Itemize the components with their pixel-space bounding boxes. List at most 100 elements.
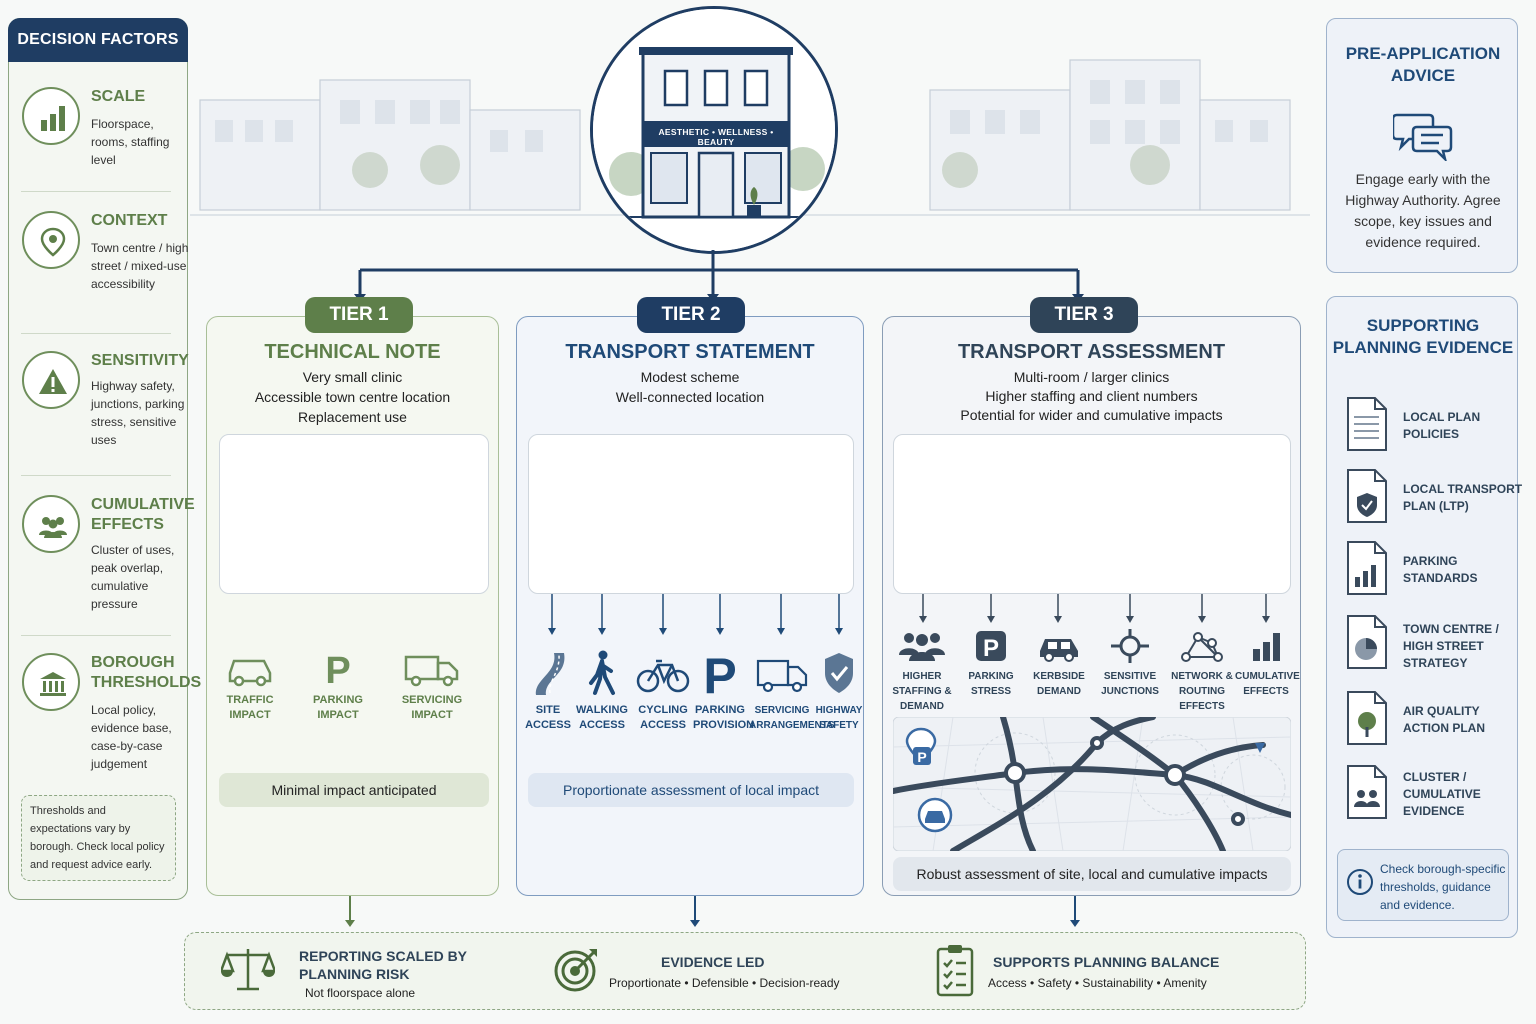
pre-application-title: PRE-APPLICATION ADVICE: [1345, 44, 1501, 85]
info-icon: [1347, 869, 1373, 895]
impact-item: SENSITIVE JUNCTIONS: [1097, 629, 1163, 699]
impact-label: SERVICING IMPACT: [401, 694, 463, 721]
divider: [21, 191, 171, 192]
impact-label: SERVICING ARRANGEMENTS: [749, 705, 835, 731]
tier-footer: Robust assessment of site, local and cum…: [893, 857, 1291, 891]
impact-label: TRAFFIC IMPACT: [226, 694, 274, 721]
evidence-label: LOCAL TRANSPORT PLAN (LTP): [1403, 482, 1523, 513]
shop-sign: AESTHETIC • WELLNESS • BEAUTY: [658, 127, 774, 147]
evidence-item: LOCAL TRANSPORT PLAN (LTP): [1345, 467, 1522, 523]
svg-text:P: P: [325, 651, 350, 687]
impact-label: PARKING PROVISION: [693, 704, 755, 731]
scales-icon: [221, 949, 275, 991]
guidance-note-text: Check borough-specific thresholds, guida…: [1380, 862, 1506, 912]
tier-content-box: [893, 434, 1291, 594]
principle-item: SUPPORTS PLANNING BALANCE Access • Safet…: [933, 933, 1273, 1011]
factor-desc: Local policy, evidence base, case-by-cas…: [91, 703, 172, 771]
impact-item: WALKING ACCESS: [575, 649, 629, 733]
supporting-evidence-title: SUPPORTING PLANNING EVIDENCE: [1332, 316, 1514, 357]
factor-title: SENSITIVITY: [91, 352, 189, 369]
document-tree-icon: [1347, 691, 1387, 745]
evidence-label: TOWN CENTRE / HIGH STREET STRATEGY: [1403, 622, 1499, 670]
evidence-label: AIR QUALITY ACTION PLAN: [1403, 704, 1485, 735]
document-people-icon: [1347, 765, 1387, 819]
people-group-icon: [22, 495, 80, 553]
evidence-item: TOWN CENTRE / HIGH STREET STRATEGY: [1345, 613, 1515, 670]
evidence-item: PARKING STANDARDS: [1345, 539, 1515, 595]
impact-label: SENSITIVE JUNCTIONS: [1101, 671, 1159, 697]
impact-label: CUMULATIVE EFFECTS: [1235, 671, 1300, 697]
car-icon: [1040, 639, 1078, 662]
factor-desc: Cluster of uses, peak overlap, cumulativ…: [91, 543, 175, 611]
decision-factors-panel: DECISION FACTORS SCALE Floorspace, rooms…: [8, 18, 201, 900]
tier-line: Very small clinic: [302, 369, 403, 385]
impact-label: HIGHER STAFFING & DEMAND: [892, 671, 952, 712]
evidence-item: LOCAL PLAN POLICIES: [1345, 395, 1515, 451]
pre-application-desc: Engage early with the Highway Authority.…: [1345, 171, 1501, 250]
impact-label: PARKING STRESS: [968, 671, 1014, 697]
pre-application-panel: PRE-APPLICATION ADVICE Engage early with…: [1326, 18, 1518, 273]
tier-title: TRANSPORT ASSESSMENT: [957, 341, 1226, 363]
document-shield-icon: [1347, 469, 1387, 523]
tier-2-panel: TIER 2 TRANSPORT STATEMENT Modest scheme…: [516, 297, 864, 896]
impact-item: CUMULATIVE EFFECTS: [1235, 629, 1300, 699]
borough-guidance-note: Check borough-specific thresholds, guida…: [1337, 849, 1509, 921]
factor-title: BOROUGH THRESHOLDS: [91, 654, 202, 691]
parking-icon: P: [325, 651, 350, 687]
impact-item: P PARKING STRESS: [963, 629, 1019, 699]
impact-label: HIGHWAY SAFETY: [815, 705, 863, 731]
svg-text:P: P: [983, 635, 999, 662]
parking-sign-icon: P: [976, 631, 1006, 662]
tier-content-box: [219, 434, 489, 594]
factor-borough-thresholds: BOROUGH THRESHOLDS Local policy, evidenc…: [19, 653, 201, 783]
civic-building-icon: [22, 653, 80, 711]
factor-title: CONTEXT: [91, 212, 168, 229]
bottom-connectors: [345, 896, 1080, 927]
svg-text:P: P: [703, 649, 736, 697]
tier-badge: TIER 2: [637, 297, 745, 333]
impact-item: CYCLING ACCESS: [635, 649, 691, 733]
factor-desc: Floorspace, rooms, staffing level: [91, 117, 170, 167]
impact-item: HIGHWAY SAFETY: [815, 649, 863, 733]
tier-footer: Minimal impact anticipated: [219, 773, 489, 807]
impact-label: PARKING IMPACT: [313, 694, 363, 721]
van-icon: [756, 659, 808, 693]
shield-check-icon: [825, 653, 853, 693]
road-icon: [535, 653, 565, 695]
impact-item: SERVICING ARRANGEMENTS: [749, 649, 835, 733]
factor-context: CONTEXT Town centre / high street / mixe…: [19, 211, 188, 331]
location-pin-icon: [22, 211, 80, 269]
principle-sub: Access • Safety • Sustainability • Ameni…: [988, 976, 1207, 990]
document-chart-icon: [1347, 541, 1387, 595]
principle-sub: Proportionate • Defensible • Decision-re…: [609, 976, 840, 990]
divider: [21, 333, 171, 334]
speech-bubbles-icon: [1393, 113, 1453, 161]
evidence-label: PARKING STANDARDS: [1403, 554, 1478, 585]
principle-item: EVIDENCE LED Proportionate • Defensible …: [551, 933, 871, 1011]
impact-item: SITE ACCESS: [523, 649, 573, 733]
tier-line: Multi-room / larger clinics: [1013, 369, 1170, 385]
factor-title: CUMULATIVE EFFECTS: [91, 496, 195, 533]
parking-icon: P: [703, 649, 736, 697]
tier-badge: TIER 3: [1030, 297, 1138, 333]
tier-2-arrows: [548, 594, 843, 635]
tier-line: Higher staffing and client numbers: [985, 388, 1198, 404]
tier-1-panel: TIER 1 TECHNICAL NOTE Very small clinic …: [206, 297, 499, 896]
factor-desc: Highway safety, junctions, parking stres…: [91, 379, 185, 447]
impact-item: P PARKING IMPACT: [303, 651, 373, 723]
tier-line: Accessible town centre location: [254, 389, 451, 405]
principle-title: EVIDENCE LED: [661, 954, 765, 970]
impact-label: SITE ACCESS: [525, 704, 571, 731]
tier-footer: Proportionate assessment of local impact: [528, 773, 854, 807]
divider: [21, 475, 171, 476]
car-icon: [228, 659, 272, 687]
bicycle-icon: [636, 659, 690, 693]
principle-title: REPORTING SCALED BY PLANNING RISK: [299, 948, 467, 982]
clinic-storefront-illustration: AESTHETIC • WELLNESS • BEAUTY: [590, 6, 838, 254]
impact-item: HIGHER STAFFING & DEMAND: [889, 629, 955, 714]
impact-label: CYCLING ACCESS: [638, 704, 688, 731]
tier-title: TRANSPORT STATEMENT: [565, 341, 815, 363]
factor-cumulative: CUMULATIVE EFFECTS Cluster of uses, peak…: [19, 495, 195, 625]
tier-title: TECHNICAL NOTE: [264, 341, 441, 363]
tier-3-arrows: [919, 594, 1270, 623]
